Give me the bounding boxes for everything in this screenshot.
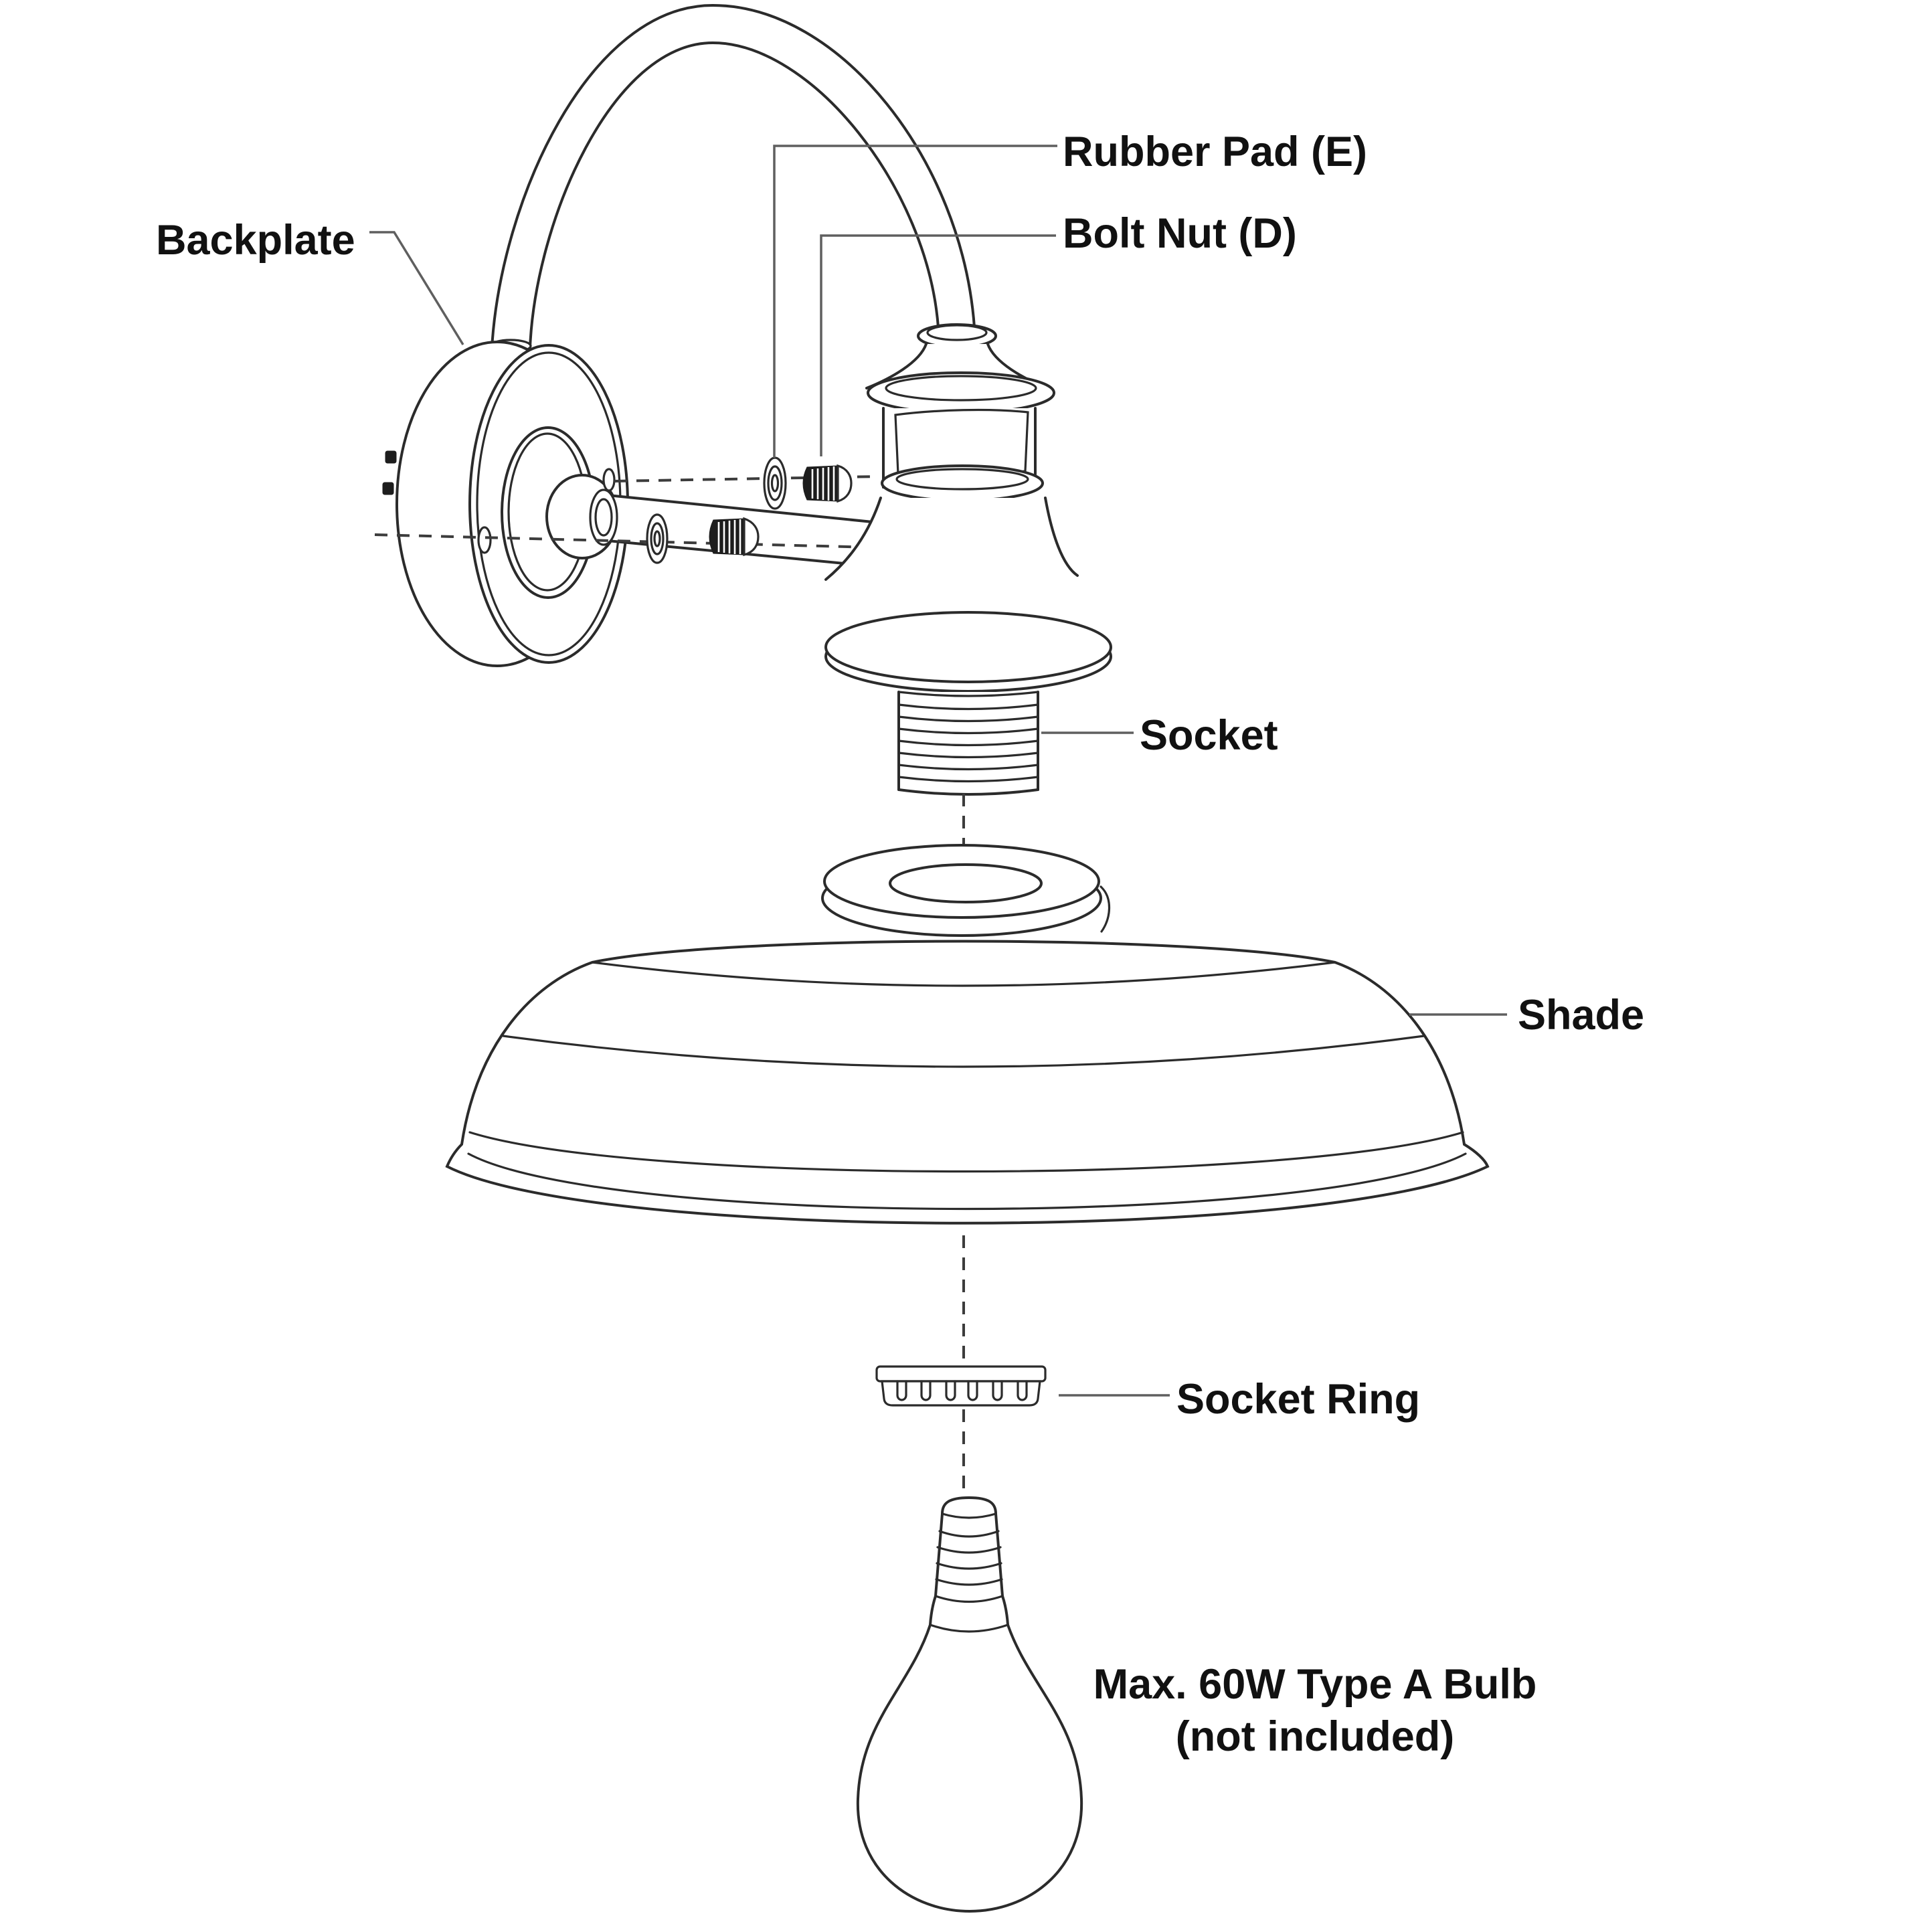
bulb-threads	[935, 1530, 1003, 1586]
socket-ring-label: Socket Ring	[1176, 1376, 1420, 1423]
backplate-part	[382, 341, 874, 667]
bolt-cap	[837, 464, 853, 503]
rubber-pad-washer-upper	[763, 456, 787, 510]
mounting-tab-upper	[385, 450, 397, 464]
socket-ring-part	[875, 1365, 1047, 1407]
shade-dome	[445, 940, 1490, 1225]
bolt-nut-leader-line	[820, 234, 1056, 456]
socket-collar-ring	[867, 371, 1055, 414]
shade-collar-hole	[889, 863, 1043, 903]
gooseneck-arm	[489, 3, 976, 353]
rubber-pad-washer-lower	[646, 513, 669, 564]
rubber-pad-leader-line	[773, 145, 1057, 458]
bulb-part	[856, 1496, 1083, 1913]
socket-bell	[813, 498, 1108, 610]
backplate-label: Backplate	[156, 217, 355, 264]
screw-hole-lower	[477, 526, 492, 554]
shade-label: Shade	[1518, 992, 1644, 1039]
socket-ring-band	[875, 1365, 1047, 1383]
bulb-note-line2: (not included)	[1176, 1713, 1454, 1760]
hardware-dashed-line-lower	[374, 533, 875, 549]
bolt-nut-label: Bolt Nut (D)	[1063, 210, 1297, 257]
socket-part	[813, 323, 1112, 796]
bulb-note-line1: Max. 60W Type A Bulb	[1093, 1661, 1537, 1708]
mounting-tab-lower	[382, 482, 394, 495]
rubber-pad-label: Rubber Pad (E)	[1063, 128, 1367, 175]
bolt-nut-lower	[709, 517, 760, 557]
bolt-cap	[743, 517, 760, 557]
screw-hole-upper	[602, 468, 616, 492]
bulb-globe	[856, 1623, 1083, 1913]
socket-label: Socket	[1140, 712, 1278, 759]
hub-bore	[589, 489, 618, 546]
backplate-leader-line	[369, 231, 464, 345]
shade-part	[445, 844, 1490, 1225]
socket-lower-ring	[881, 464, 1044, 502]
bulb-cap	[941, 1496, 997, 1515]
bolt-nut-upper	[802, 464, 853, 503]
